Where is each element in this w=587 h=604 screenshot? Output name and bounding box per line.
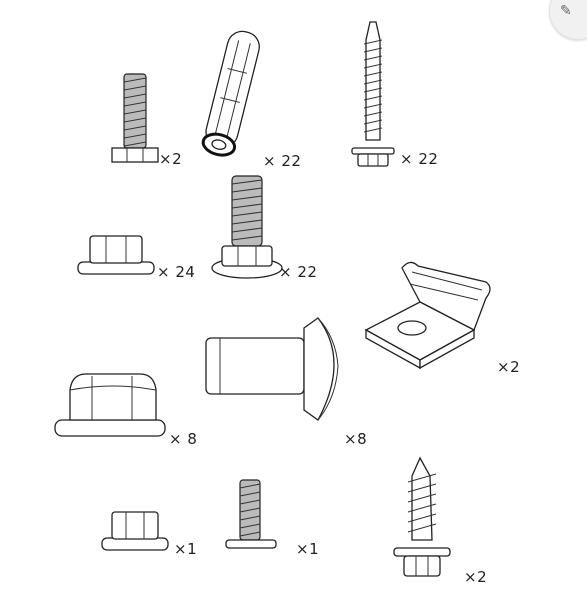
qty-large-flange-nut: × 8 bbox=[169, 430, 198, 448]
hex-nut-icon bbox=[101, 511, 169, 551]
pencil-icon: ✎ bbox=[560, 3, 572, 19]
qty-short-bolt: ×1 bbox=[296, 540, 320, 558]
carriage-bolt-icon bbox=[205, 317, 339, 421]
long-wood-screw-icon bbox=[351, 21, 395, 167]
qty-carriage-bolt: ×8 bbox=[344, 430, 368, 448]
qty-wall-anchor: × 22 bbox=[263, 152, 302, 170]
qty-short-threaded-bolt: ×2 bbox=[159, 150, 183, 168]
wall-anchor-icon bbox=[201, 30, 260, 157]
qty-long-wood-screw: × 22 bbox=[400, 150, 439, 168]
large-flange-nut-icon bbox=[54, 373, 166, 437]
qty-hex-nut: ×1 bbox=[174, 540, 198, 558]
self-tapping-screw-icon bbox=[393, 456, 451, 577]
short-bolt-icon bbox=[225, 479, 277, 549]
qty-self-tapping-screw: ×2 bbox=[464, 568, 488, 586]
qty-flange-nut-small: × 24 bbox=[157, 263, 196, 281]
qty-l-bracket: ×2 bbox=[497, 358, 521, 376]
short-threaded-bolt-icon bbox=[111, 73, 159, 163]
flange-nut-small-icon bbox=[77, 235, 155, 275]
qty-flange-bolt: × 22 bbox=[279, 263, 318, 281]
flange-bolt-icon bbox=[211, 175, 283, 279]
l-bracket-icon bbox=[364, 261, 491, 370]
